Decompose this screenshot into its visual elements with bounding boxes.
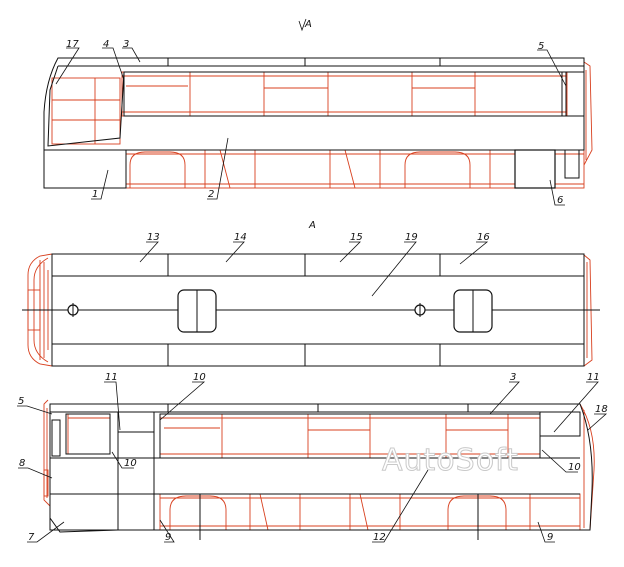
callout-18: 18 [595, 404, 608, 415]
callout-14: 14 [234, 232, 247, 243]
leader-17 [55, 47, 80, 85]
side-view-left: A [43, 18, 593, 206]
frame-lower-right [159, 493, 581, 531]
roof-hatch-front [177, 289, 217, 333]
leader-10c [541, 449, 578, 473]
leader-12 [372, 469, 429, 543]
callout-6: 6 [557, 195, 563, 206]
leader-1 [91, 169, 109, 200]
leader-5b [17, 405, 53, 415]
callout-9b: 9 [547, 532, 553, 543]
leader-8 [18, 467, 53, 479]
leader-11a [104, 381, 121, 431]
leader-3 [122, 47, 141, 63]
leader-6 [549, 179, 565, 206]
leader-19 [371, 241, 417, 297]
leader-10b [159, 381, 206, 421]
callout-2: 2 [208, 189, 214, 200]
callout-9a: 9 [165, 532, 171, 543]
leader-3b [489, 381, 520, 415]
leader-9b [537, 521, 555, 543]
top-view: A [22, 220, 600, 367]
callout-10c: 10 [568, 462, 581, 473]
callout-19: 19 [405, 232, 418, 243]
leader-15 [339, 241, 361, 263]
top-view-label: A [308, 220, 316, 231]
callout-17: 17 [66, 39, 79, 50]
rear-frame-right [579, 403, 595, 531]
side-body-outline-right [49, 403, 593, 540]
leader-2 [207, 137, 229, 200]
callout-11b: 11 [587, 372, 600, 383]
roof-outline [22, 253, 600, 367]
leader-4 [102, 47, 125, 81]
leader-13 [139, 241, 159, 263]
callout-10b: 10 [193, 372, 206, 383]
leader-10a [111, 451, 134, 469]
callout-8: 8 [19, 458, 25, 469]
leader-14 [225, 241, 245, 263]
rear-edge-frame [583, 61, 593, 166]
callout-3: 3 [123, 39, 129, 50]
frame-upper [51, 71, 568, 145]
callout-5b: 5 [18, 396, 24, 407]
callout-16: 16 [477, 232, 490, 243]
callout-12: 12 [373, 532, 386, 543]
front-frame-right [43, 399, 51, 507]
leader-9a [159, 519, 175, 543]
watermark-text: AutoSoft [382, 443, 519, 478]
view-arrow-label: A [304, 19, 312, 30]
leader-5 [537, 49, 567, 87]
callout-7: 7 [28, 532, 35, 543]
callout-5: 5 [538, 41, 544, 52]
callout-1: 1 [92, 189, 98, 200]
leader-18 [587, 413, 608, 431]
roof-hatch-rear [453, 289, 493, 333]
leader-16 [459, 241, 489, 265]
callout-13: 13 [147, 232, 160, 243]
side-body-outline [43, 57, 585, 189]
callout-15: 15 [350, 232, 363, 243]
leader-11b [553, 381, 599, 433]
view-arrow [298, 18, 307, 32]
callout-10a: 10 [124, 458, 137, 469]
callout-11a: 11 [105, 372, 118, 383]
side-view-right: AutoSoft 5 8 7 11 10 10 9 3 11 18 10 12 … [17, 372, 608, 543]
callout-3b: 3 [510, 372, 516, 383]
leader-7 [27, 521, 65, 543]
callout-4: 4 [103, 39, 109, 50]
